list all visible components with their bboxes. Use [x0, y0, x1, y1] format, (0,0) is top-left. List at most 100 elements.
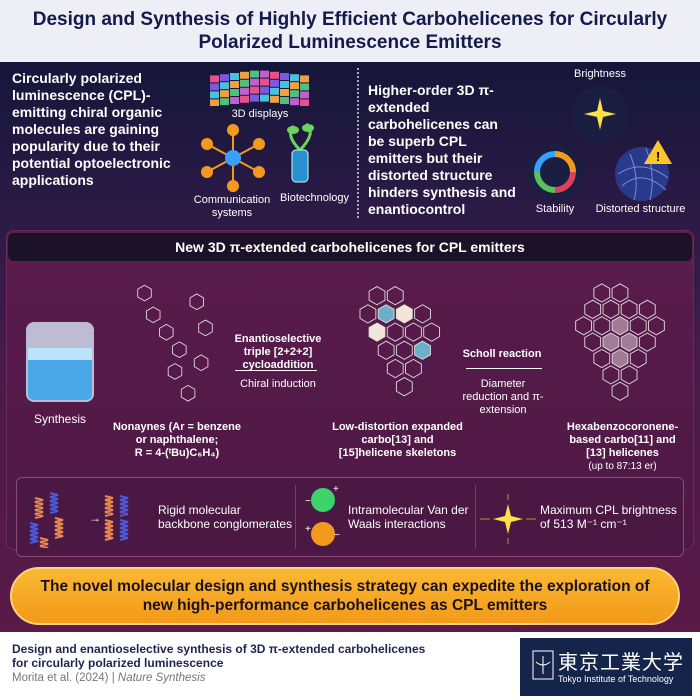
display-tile: [270, 95, 279, 103]
ring: [405, 358, 422, 379]
display-tile: [230, 89, 239, 96]
display-tile: [240, 87, 249, 95]
display-tile: [210, 75, 219, 83]
display-tile: [260, 94, 269, 102]
ring: [414, 304, 431, 324]
ring: [584, 299, 602, 319]
divider: [475, 485, 476, 549]
helix-coil: [119, 519, 129, 541]
ring: [377, 340, 395, 360]
display-tile: [220, 90, 229, 98]
start-label-line: Nonaynes (Ar = benzene: [112, 421, 242, 433]
ring: [593, 348, 611, 369]
paper-title-link[interactable]: Design and enantioselective synthesis of…: [12, 642, 426, 670]
step1-sub: Chiral induction: [240, 378, 316, 390]
intro-left-text: Circularly polarized luminescence (CPL)-…: [12, 70, 171, 188]
display-tile: [220, 74, 229, 82]
beaker-icon: [26, 322, 94, 402]
display-tile: [240, 95, 249, 103]
conclusion-banner: The novel molecular design and synthesis…: [10, 567, 680, 625]
displays-icon: [210, 70, 309, 106]
arrow-step1: [235, 370, 317, 371]
display-tile: [290, 90, 299, 98]
expanded-helicene-structure: [359, 286, 441, 397]
test-tube-plant-icon: [287, 122, 314, 183]
app-label-displays: 3D displays: [231, 108, 289, 120]
start-label-line: or naphthalene;: [135, 434, 219, 446]
ring: [386, 322, 404, 342]
helix-coil: [119, 495, 129, 517]
intro-right-text: Higher-order 3D π-extended carbohelicene…: [368, 82, 516, 217]
ring: [611, 283, 629, 303]
feature-brightness: Maximum CPL brightness of 513 M⁻¹ cm⁻¹: [540, 503, 677, 531]
ring: [611, 348, 629, 369]
ring: [638, 299, 656, 319]
display-tile: [270, 87, 279, 95]
display-tile: [260, 86, 269, 94]
network-icon: [201, 124, 265, 192]
display-tile: [260, 78, 269, 86]
ring: [193, 354, 209, 372]
logo-en: Tokyo Institute of Technology: [558, 674, 674, 684]
display-tile: [250, 78, 259, 86]
helix-coil: [29, 522, 39, 544]
svg-text:−: −: [334, 530, 340, 541]
ring: [386, 358, 404, 379]
display-tile: [290, 98, 299, 106]
distorted-structure-icon: !: [615, 140, 672, 201]
start-label-line: R = 4-(ᵗBu)C₆H₄): [134, 447, 220, 459]
ring: [638, 332, 656, 352]
step2-sub: Diameter reduction and π-extension: [462, 378, 544, 416]
display-tile: [300, 91, 309, 99]
display-tile: [210, 99, 219, 106]
step1-title: Enantioselective triple [2+2+2] cycloadd…: [234, 333, 322, 371]
display-tile: [230, 73, 239, 80]
display-tile: [240, 71, 249, 79]
ring: [395, 304, 413, 324]
ring: [602, 365, 620, 385]
ring: [593, 316, 611, 336]
sparkle-icon: [480, 494, 536, 544]
arrow-step2: [466, 368, 542, 369]
app-label-biotech: Biotechnology: [279, 192, 350, 204]
charged-spheres-icon: +− +−: [305, 484, 340, 546]
ring: [395, 340, 413, 360]
ring: [629, 348, 647, 369]
display-tile: [270, 71, 279, 79]
display-tile: [280, 73, 289, 80]
helix-coil: [104, 519, 114, 541]
property-distorted: Distorted structure: [595, 203, 686, 215]
scheme-heading: New 3D π-extended carbohelicenes for CPL…: [8, 233, 692, 261]
display-tile: [220, 82, 229, 90]
ring: [629, 316, 647, 336]
ring: [602, 332, 620, 352]
product-er: (up to 87:13 er): [588, 461, 657, 472]
page-title: Design and Synthesis of Highly Efficient…: [32, 9, 668, 53]
ring: [648, 316, 665, 336]
ring: [137, 284, 152, 302]
ring: [405, 322, 422, 342]
display-tile: [210, 83, 219, 91]
ring: [414, 340, 431, 360]
display-tile: [300, 99, 309, 106]
property-stability: Stability: [535, 203, 575, 215]
display-tile: [280, 81, 289, 88]
ring: [189, 293, 205, 311]
display-tile: [250, 70, 259, 78]
ring: [575, 316, 592, 336]
svg-text:+: +: [333, 484, 339, 495]
ring: [359, 304, 377, 324]
authors: Morita et al. (2024): [12, 672, 109, 684]
ring: [145, 306, 161, 324]
ring: [368, 286, 386, 306]
display-tile: [290, 74, 299, 82]
stability-icon: [527, 144, 583, 200]
arrow-icon: →: [89, 511, 101, 525]
helix-icon: →: [29, 492, 129, 548]
hbc-helicene-structure: [575, 283, 665, 401]
ring: [584, 332, 602, 352]
ring: [611, 316, 629, 336]
ring: [611, 381, 629, 401]
display-tile: [250, 94, 259, 102]
brightness-icon: [572, 86, 628, 142]
